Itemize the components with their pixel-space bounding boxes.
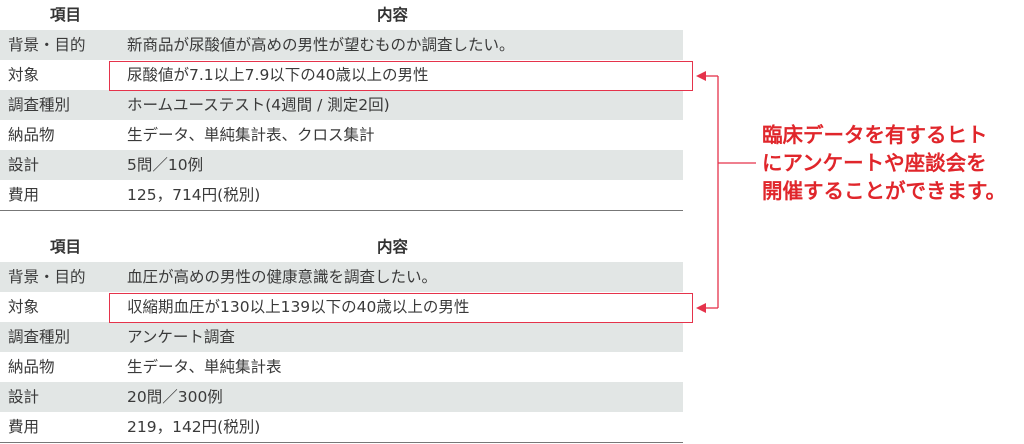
row-label: 背景・目的	[8, 36, 86, 54]
table-row: 調査種別 ホームユーステスト(4週間 / 測定2回)	[0, 90, 683, 120]
row-value: 5問／10例	[127, 156, 204, 174]
table-bottom-rule	[0, 210, 683, 211]
table-row: 対象 収縮期血圧が130以上139以下の40歳以上の男性	[0, 292, 683, 322]
table-header: 項目 内容	[0, 232, 683, 262]
row-value: 生データ、単純集計表	[127, 358, 282, 376]
callout-line-2: にアンケートや座談会を	[762, 151, 987, 175]
row-value: 血圧が高めの男性の健康意識を調査したい。	[127, 268, 438, 286]
callout-line-3: 開催することができます。	[762, 179, 1006, 203]
table-row: 費用 219，142円(税別)	[0, 412, 683, 442]
table-row: 調査種別 アンケート調査	[0, 322, 683, 352]
table-row: 対象 尿酸値が7.1以上7.9以下の40歳以上の男性	[0, 60, 683, 90]
row-label: 設計	[8, 156, 40, 174]
row-value: 生データ、単純集計表、クロス集計	[127, 126, 375, 144]
header-content: 内容	[377, 238, 409, 256]
highlight-box-target-1	[109, 61, 693, 91]
header-content: 内容	[377, 6, 409, 24]
table-row: 背景・目的 血圧が高めの男性の健康意識を調査したい。	[0, 262, 683, 292]
row-label: 対象	[8, 298, 40, 316]
row-label: 納品物	[8, 126, 55, 144]
row-label: 費用	[8, 186, 40, 204]
row-value: 新商品が尿酸値が高めの男性が望むものか調査したい。	[127, 36, 515, 54]
row-label: 設計	[8, 388, 40, 406]
row-label: 費用	[8, 418, 40, 436]
callout-note: 臨床データを有するヒト にアンケートや座談会を 開催することができます。	[762, 121, 1006, 205]
row-label: 背景・目的	[8, 268, 86, 286]
row-value: ホームユーステスト(4週間 / 測定2回)	[127, 96, 390, 114]
row-value: 尿酸値が7.1以上7.9以下の40歳以上の男性	[127, 66, 429, 84]
row-label: 調査種別	[8, 328, 71, 346]
highlight-box-target-2	[109, 293, 693, 323]
row-value: 219，142円(税別)	[127, 418, 261, 436]
survey-table-1: 項目 内容 背景・目的 新商品が尿酸値が高めの男性が望むものか調査したい。 対象…	[0, 0, 683, 211]
callout-line-1: 臨床データを有するヒト	[762, 123, 988, 147]
table-row: 費用 125，714円(税別)	[0, 180, 683, 210]
header-item: 項目	[50, 238, 82, 256]
row-value: 20問／300例	[127, 388, 223, 406]
arrowhead-bottom-icon	[696, 303, 706, 313]
table-row: 設計 20問／300例	[0, 382, 683, 412]
header-item: 項目	[50, 6, 82, 24]
row-label: 納品物	[8, 358, 55, 376]
table-header: 項目 内容	[0, 0, 683, 30]
row-label: 対象	[8, 66, 40, 84]
row-value: アンケート調査	[127, 328, 235, 346]
row-value: 125，714円(税別)	[127, 186, 261, 204]
table-row: 納品物 生データ、単純集計表	[0, 352, 683, 382]
table-bottom-rule	[0, 442, 683, 443]
survey-table-2: 項目 内容 背景・目的 血圧が高めの男性の健康意識を調査したい。 対象 収縮期血…	[0, 232, 683, 443]
row-value: 収縮期血圧が130以上139以下の40歳以上の男性	[127, 298, 470, 316]
arrowhead-top-icon	[696, 71, 706, 81]
row-label: 調査種別	[8, 96, 71, 114]
table-row: 背景・目的 新商品が尿酸値が高めの男性が望むものか調査したい。	[0, 30, 683, 60]
table-row: 納品物 生データ、単純集計表、クロス集計	[0, 120, 683, 150]
table-row: 設計 5問／10例	[0, 150, 683, 180]
